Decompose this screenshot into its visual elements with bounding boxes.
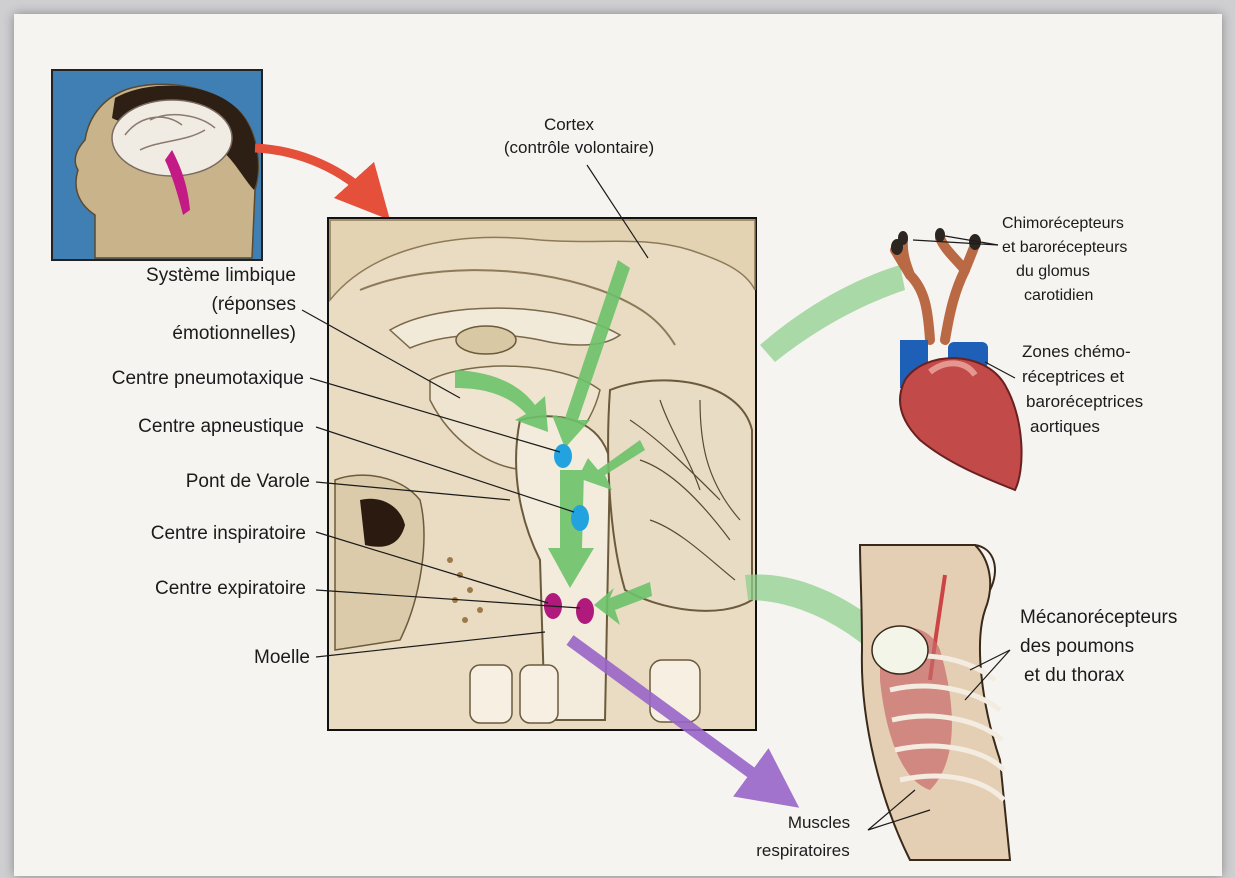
apneustic-label: Centre apneustique — [138, 416, 304, 437]
chemo-label-3: du glomus — [1016, 263, 1090, 280]
head-inset — [52, 70, 262, 260]
inspiratory-label: Centre inspiratoire — [151, 523, 306, 544]
pneumotaxic-label: Centre pneumotaxique — [112, 368, 304, 389]
zoom-arrow — [255, 148, 372, 200]
muscles-label-2: respiratoires — [756, 841, 850, 860]
aortic-label-1: Zones chémo- — [1022, 342, 1131, 361]
mechano-label-3: et du thorax — [1024, 665, 1125, 686]
expiratory-label: Centre expiratoire — [155, 578, 306, 599]
heart-illustration — [891, 228, 1022, 490]
aortic-label-3: baroréceptrices — [1026, 392, 1143, 411]
mechano-label-1: Mécanorécepteurs — [1020, 607, 1177, 628]
medulla-label: Moelle — [254, 647, 310, 668]
expiratory-center — [576, 598, 594, 624]
apneustic-center — [571, 505, 589, 531]
limbic-label-1: Système limbique — [146, 265, 296, 286]
chemo-label-1: Chimorécepteurs — [1002, 215, 1124, 232]
cortex-label: Cortex — [544, 115, 595, 134]
muscles-label-1: Muscles — [788, 813, 850, 832]
aortic-label-2: réceptrices et — [1022, 367, 1124, 386]
chemo-label-2: et barorécepteurs — [1002, 239, 1127, 256]
aortic-label-4: aortiques — [1030, 417, 1100, 436]
limbic-label-3: émotionnelles) — [172, 323, 296, 344]
pneumotaxic-center — [554, 444, 572, 468]
thorax-illustration — [860, 545, 1010, 860]
brain-section-panel — [328, 218, 756, 730]
pons-label: Pont de Varole — [186, 471, 310, 492]
limbic-label-2: (réponses — [212, 294, 297, 315]
chemo-label-4: carotidien — [1024, 287, 1093, 304]
mechano-label-2: des poumons — [1020, 636, 1134, 657]
cortex-sub-label: (contrôle volontaire) — [504, 138, 654, 157]
